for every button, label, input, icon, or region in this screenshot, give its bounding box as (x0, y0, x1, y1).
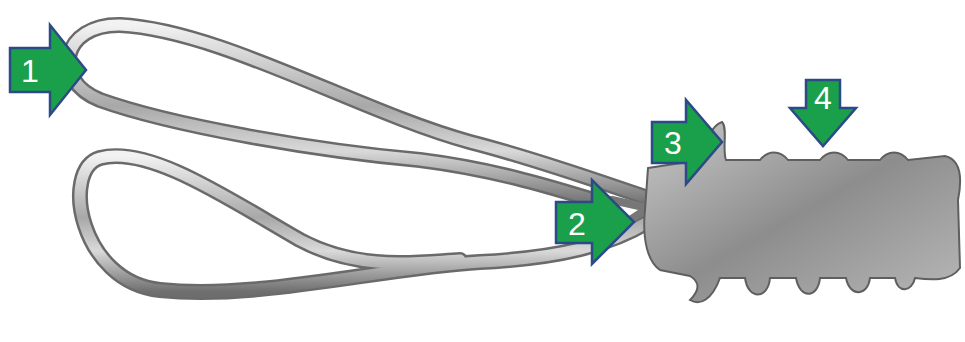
forceps-handles (69, 25, 648, 292)
callout-number: 1 (21, 55, 39, 87)
callout-number: 3 (664, 127, 682, 159)
callout-arrows (10, 25, 856, 264)
callout-number: 2 (568, 208, 586, 240)
callout-number: 4 (814, 82, 832, 114)
